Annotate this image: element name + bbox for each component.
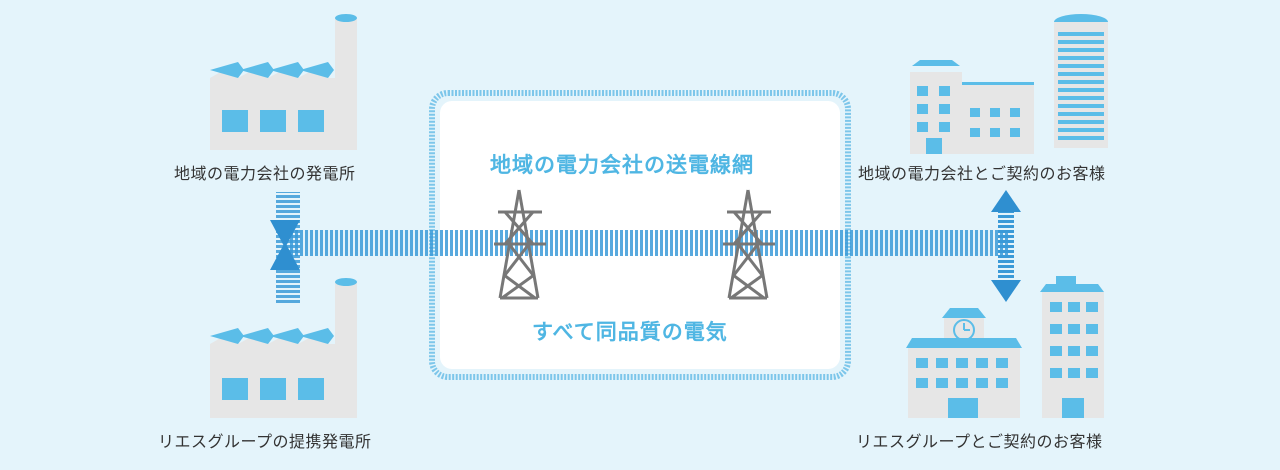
school-building-icon	[906, 308, 1022, 418]
factory-icon-top	[210, 14, 357, 150]
double-arrow-icon	[991, 190, 1021, 302]
customer-local-label: 地域の電力会社とご契約のお客様	[858, 164, 1106, 183]
factory-icon-bottom	[210, 278, 357, 418]
customer-partner-label: リエスグループとご契約のお客様	[856, 432, 1103, 451]
grid-title: 地域の電力会社の送電線網	[490, 153, 754, 177]
skyscraper-icon	[1054, 14, 1108, 148]
arrow-down-icon	[270, 220, 300, 248]
plant-local-label: 地域の電力会社の発電所	[174, 164, 356, 183]
power-tower-icon-right	[723, 189, 775, 300]
plant-partner-label: リエスグループの提携発電所	[158, 432, 372, 451]
arrow-up-icon	[270, 242, 300, 270]
grid-subtitle: すべて同品質の電気	[532, 320, 728, 344]
transmission-line-stripe	[290, 230, 1010, 256]
apartment-building-icon	[1040, 276, 1104, 418]
office-building-icon	[910, 60, 1034, 154]
power-tower-icon-left	[494, 189, 546, 300]
